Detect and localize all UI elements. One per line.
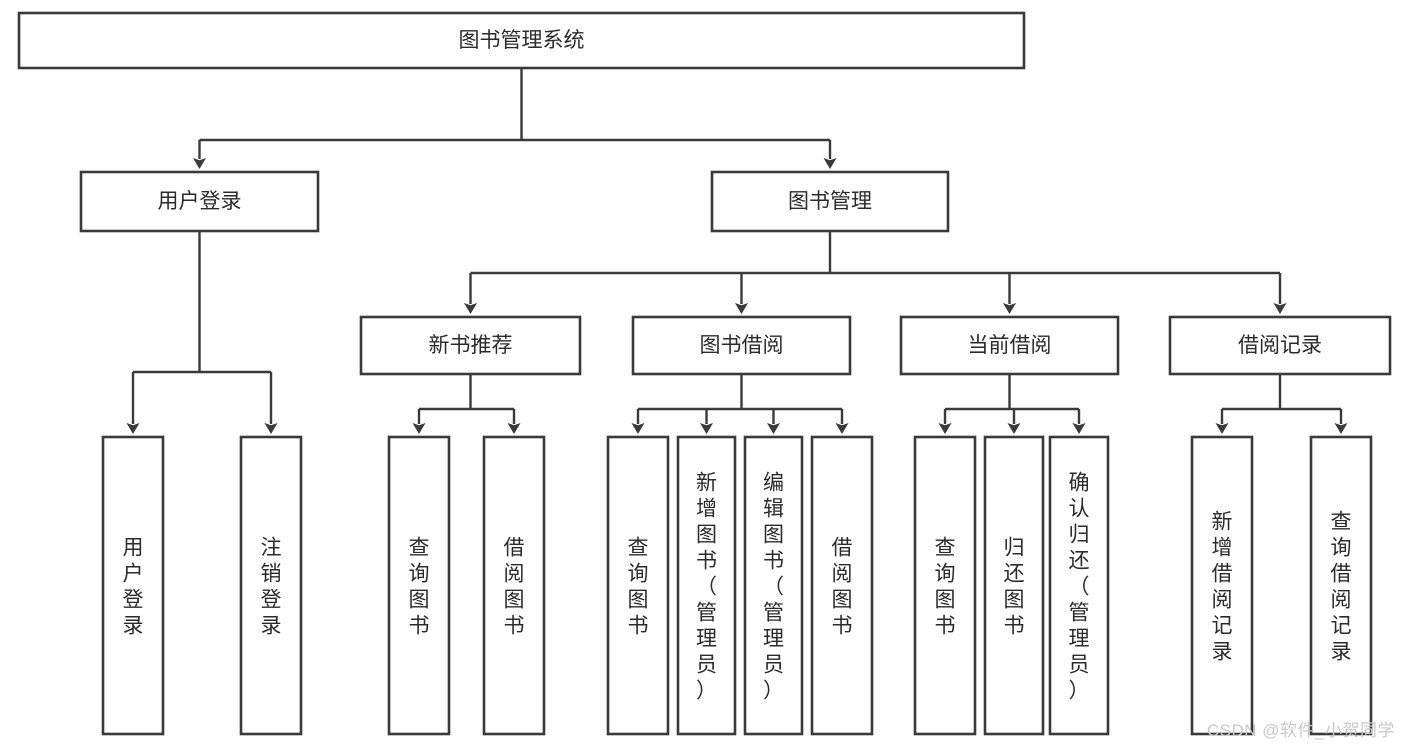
node-leaf-10[interactable]: 确认归还（管理员） (1048, 435, 1110, 736)
node-leaf-11[interactable]: 新增借阅记录 (1190, 435, 1254, 736)
node-leaf-4[interactable]: 查询图书 (606, 435, 670, 736)
node-label: 归还图书 (1004, 537, 1025, 638)
node-leaf-8[interactable]: 查询图书 (913, 435, 977, 736)
node-box[interactable] (676, 435, 737, 736)
node-label: 查询图书 (935, 537, 956, 638)
node-l2-用户登录[interactable]: 用户登录 (79, 170, 320, 233)
node-box[interactable] (1309, 435, 1373, 736)
node-box[interactable] (743, 435, 804, 736)
node-label: 查询图书 (409, 537, 430, 638)
node-box[interactable] (810, 435, 874, 736)
node-box[interactable] (606, 435, 670, 736)
node-label: 新增借阅记录 (1212, 511, 1233, 664)
node-label: 借阅记录 (1238, 334, 1322, 357)
node-leaf-6[interactable]: 编辑图书（管理员） (743, 435, 804, 736)
watermark-label: CSDN @软件_小贺同学 (1206, 721, 1395, 740)
node-box[interactable] (913, 435, 977, 736)
node-label: 借阅图书 (504, 537, 525, 638)
node-label: 新书推荐 (429, 334, 513, 357)
node-l3-当前借阅[interactable]: 当前借阅 (899, 315, 1120, 376)
node-leaf-12[interactable]: 查询借阅记录 (1309, 435, 1373, 736)
node-l3-借阅记录[interactable]: 借阅记录 (1168, 315, 1392, 376)
node-label: 借阅图书 (832, 537, 853, 638)
node-box[interactable] (239, 435, 303, 736)
node-label: 查询图书 (628, 537, 649, 638)
node-l3-新书推荐[interactable]: 新书推荐 (359, 315, 582, 376)
node-box[interactable] (101, 435, 165, 736)
node-box[interactable] (710, 170, 950, 233)
node-label: 用户登录 (123, 537, 144, 638)
node-l3-图书借阅[interactable]: 图书借阅 (631, 315, 852, 376)
node-leaf-0[interactable]: 用户登录 (101, 435, 165, 736)
node-label: 当前借阅 (968, 334, 1052, 357)
node-l2-图书管理[interactable]: 图书管理 (710, 170, 950, 233)
node-box[interactable] (1048, 435, 1110, 736)
node-leaf-1[interactable]: 注销登录 (239, 435, 303, 736)
node-label: 图书管理 (788, 190, 872, 213)
node-box[interactable] (17, 11, 1026, 70)
node-label: 图书借阅 (700, 334, 784, 357)
node-leaf-2[interactable]: 查询图书 (387, 435, 451, 736)
node-box[interactable] (899, 315, 1120, 376)
node-label: 查询借阅记录 (1331, 511, 1352, 664)
node-leaf-9[interactable]: 归还图书 (983, 435, 1045, 736)
node-label: 新增图书（管理员） (696, 472, 717, 703)
node-label: 确认归还（管理员） (1069, 472, 1090, 703)
connector-edges (126, 68, 1348, 434)
node-box[interactable] (387, 435, 451, 736)
node-box[interactable] (482, 435, 546, 736)
node-boxes: 图书管理系统用户登录图书管理新书推荐图书借阅当前借阅借阅记录用户登录注销登录查询… (17, 11, 1392, 736)
node-label: 图书管理系统 (459, 29, 585, 52)
node-leaf-7[interactable]: 借阅图书 (810, 435, 874, 736)
node-leaf-5[interactable]: 新增图书（管理员） (676, 435, 737, 736)
node-box[interactable] (359, 315, 582, 376)
node-box[interactable] (631, 315, 852, 376)
node-label: 用户登录 (158, 190, 242, 213)
node-box[interactable] (1190, 435, 1254, 736)
node-label: 编辑图书（管理员） (763, 472, 784, 703)
node-root-图书管理系统[interactable]: 图书管理系统 (17, 11, 1026, 70)
node-box[interactable] (1168, 315, 1392, 376)
node-label: 注销登录 (261, 537, 282, 638)
node-box[interactable] (79, 170, 320, 233)
node-box[interactable] (983, 435, 1045, 736)
node-leaf-3[interactable]: 借阅图书 (482, 435, 546, 736)
